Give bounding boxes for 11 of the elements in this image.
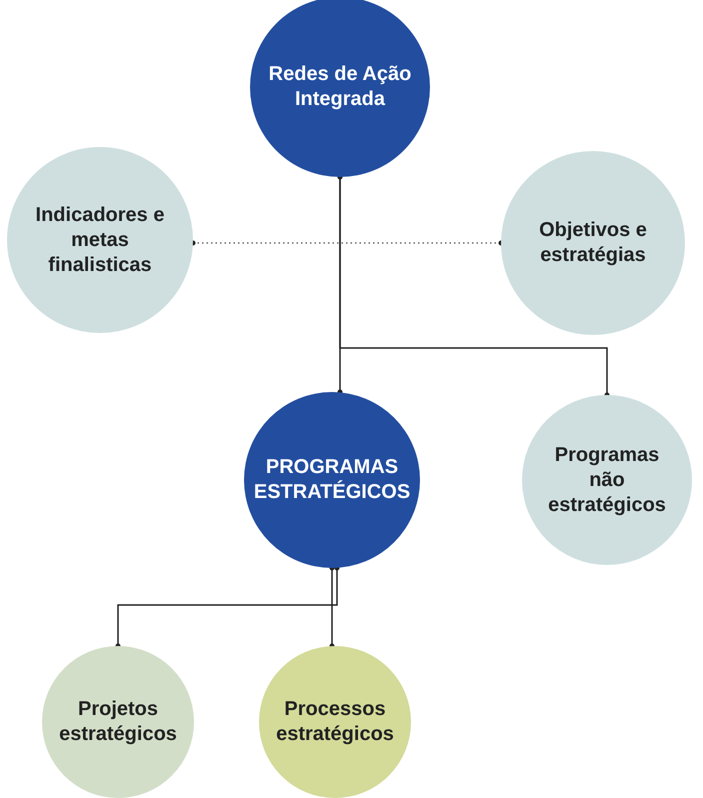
node-label: Objetivos e estratégias (538, 218, 648, 268)
node-label: Redes de Ação Integrada (268, 62, 412, 112)
node-label: Programas não estratégicos (547, 442, 667, 518)
connector-line (330, 566, 334, 648)
connector-line (338, 174, 610, 398)
connector-line (116, 566, 340, 648)
node-label: Processos estratégicos (275, 697, 395, 747)
connector-line (190, 240, 504, 246)
node-label: Projetos estratégicos (58, 697, 178, 747)
node-label: Indicadores e metas finalisticas (34, 202, 166, 278)
node-label: PROGRAMAS ESTRATÉGICOS (254, 455, 410, 505)
